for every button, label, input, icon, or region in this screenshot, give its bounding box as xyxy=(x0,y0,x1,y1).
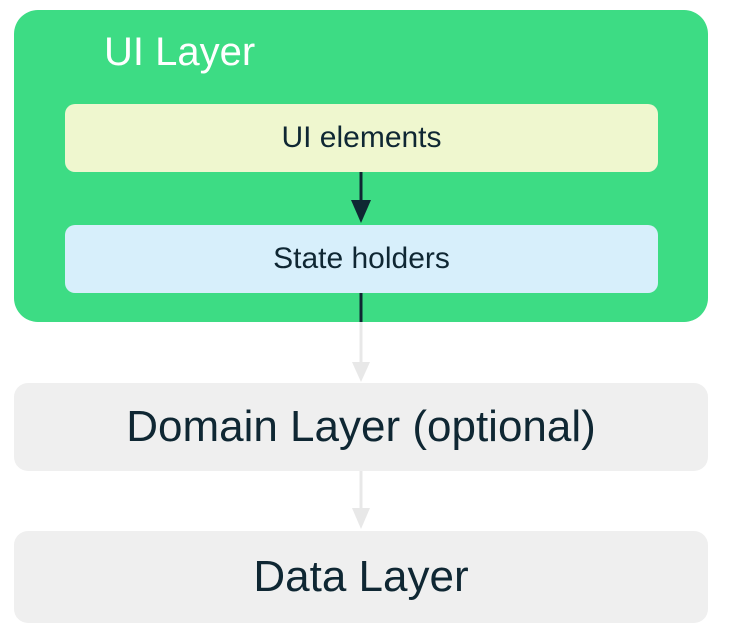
ui-elements-box: UI elements xyxy=(65,104,658,172)
domain-layer-label: Domain Layer (optional) xyxy=(126,402,596,451)
arrow-domain-layer-to-data-layer xyxy=(352,471,370,529)
data-layer-box: Data Layer xyxy=(14,531,708,623)
state-holders-box: State holders xyxy=(65,225,658,293)
data-layer-label: Data Layer xyxy=(253,552,469,601)
domain-layer-box: Domain Layer (optional) xyxy=(14,383,708,471)
ui-layer-title: UI Layer xyxy=(104,30,256,74)
state-holders-label: State holders xyxy=(273,242,450,275)
ui-elements-label: UI elements xyxy=(281,121,442,154)
